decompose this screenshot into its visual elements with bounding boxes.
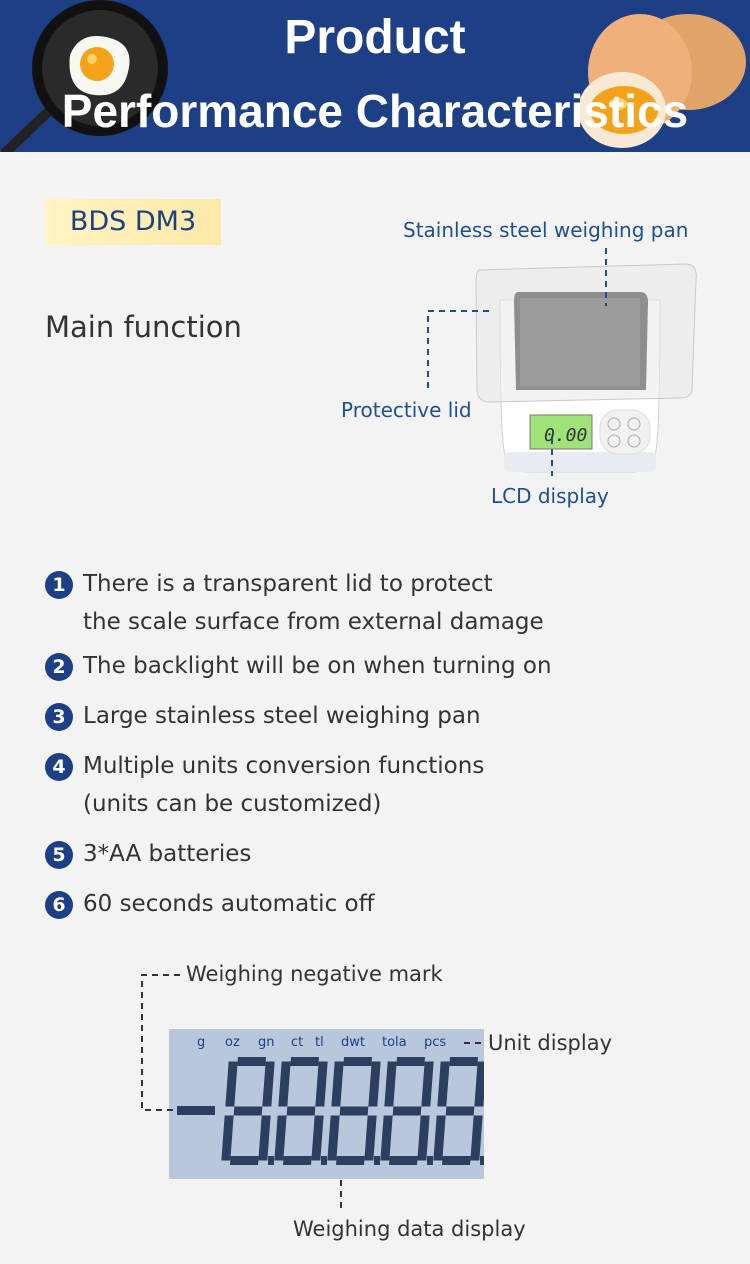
feature-item: 3 Large stainless steel weighing pan — [45, 697, 725, 735]
lcd-decimal-point — [374, 1156, 380, 1165]
lcd-segment — [437, 1061, 450, 1107]
lcd-unit-label: oz — [225, 1035, 240, 1050]
feature-item: 2 The backlight will be on when turning … — [45, 647, 725, 685]
lcd-segment — [331, 1061, 344, 1107]
header-banner: Product Performance Characteristics — [0, 0, 750, 152]
lcd-segment — [286, 1106, 316, 1116]
feature-text: 60 seconds automatic off — [83, 891, 375, 917]
eggs-icon — [580, 14, 746, 148]
lcd-segment — [278, 1061, 291, 1107]
lcd-decimal-point — [268, 1156, 274, 1165]
callout-protective-lid: Protective lid — [341, 398, 472, 422]
page-title-line2: Performance Characteristics — [61, 85, 689, 137]
lcd-segment — [327, 1115, 340, 1161]
scale-product-image: 0.00 — [475, 263, 697, 473]
lcd-segment — [449, 1057, 478, 1066]
lcd-unit-label: pcs — [424, 1035, 447, 1050]
lcd-segment — [311, 1115, 324, 1161]
feature-text: Large stainless steel weighing pan — [83, 703, 481, 729]
lcd-segment — [384, 1061, 397, 1107]
lcd-unit-label: tola — [382, 1035, 407, 1050]
page-title-line1: Product — [284, 11, 466, 64]
lcd-segment — [221, 1115, 234, 1161]
lcd-segment — [336, 1156, 365, 1165]
lcd-unit-label: ct — [291, 1035, 304, 1050]
lcd-segment — [442, 1156, 471, 1165]
feature-item: 6 60 seconds automatic off — [45, 885, 725, 923]
lcd-unit-row: g oz gn ct tl dwt tola pcs — [169, 1035, 459, 1057]
lcd-segment — [421, 1061, 434, 1107]
feature-number-badge: 2 — [45, 653, 73, 681]
lcd-unit-label: g — [197, 1035, 206, 1050]
feature-text: The backlight will be on when turning on — [83, 653, 552, 679]
feature-list: 1 There is a transparent lid to protect … — [45, 565, 725, 923]
lcd-segment — [258, 1115, 271, 1161]
lcd-panel: g oz gn ct tl dwt tola pcs — [169, 1029, 484, 1179]
lcd-segment — [274, 1115, 287, 1161]
lcd-segment — [474, 1061, 484, 1107]
lcd-segment — [237, 1057, 266, 1066]
scale-lcd-reading: 0.00 — [544, 425, 587, 446]
lcd-segment — [315, 1061, 328, 1107]
lcd-segment — [380, 1115, 393, 1161]
lcd-segment — [396, 1057, 425, 1066]
feature-number-badge: 4 — [45, 753, 73, 781]
frying-pan-egg-icon — [1, 0, 168, 152]
lcd-segment — [230, 1156, 259, 1165]
lcd-digits — [177, 1057, 484, 1165]
lcd-segment — [339, 1106, 369, 1116]
main-function-heading: Main function — [45, 310, 242, 344]
lcd-decimal-point — [427, 1156, 433, 1165]
feature-text: Multiple units conversion functions (uni… — [83, 753, 485, 817]
feature-number-badge: 1 — [45, 571, 73, 599]
lcd-segment — [417, 1115, 430, 1161]
feature-item: 1 There is a transparent lid to protect … — [45, 565, 725, 641]
lcd-segment — [233, 1106, 263, 1116]
feature-item: 5 3*AA batteries — [45, 835, 725, 873]
callout-weighing-pan: Stainless steel weighing pan — [403, 218, 689, 242]
lcd-unit-label: dwt — [341, 1035, 365, 1050]
lcd-segment — [283, 1156, 312, 1165]
lcd-unit-label: tl — [315, 1035, 324, 1050]
lcd-decimal-point — [480, 1156, 484, 1165]
lcd-unit-label: gn — [258, 1035, 275, 1050]
lcd-segment — [433, 1115, 446, 1161]
feature-text: 3*AA batteries — [83, 841, 252, 867]
label-negative-mark: Weighing negative mark — [186, 962, 443, 986]
feature-number-badge: 3 — [45, 703, 73, 731]
feature-number-badge: 5 — [45, 841, 73, 869]
lcd-segment — [343, 1057, 372, 1066]
lcd-segment — [445, 1106, 475, 1116]
lcd-decimal-point — [321, 1156, 327, 1165]
lcd-segment — [262, 1061, 275, 1107]
feature-number-badge: 6 — [45, 891, 73, 919]
lcd-segment — [290, 1057, 319, 1066]
label-unit-display: Unit display — [488, 1031, 612, 1055]
feature-text: There is a transparent lid to protect th… — [83, 571, 544, 635]
lcd-segment — [364, 1115, 377, 1161]
label-weighing-data: Weighing data display — [293, 1217, 526, 1241]
lcd-segment — [392, 1106, 422, 1116]
model-badge: BDS DM3 — [45, 199, 221, 245]
lcd-segment — [368, 1061, 381, 1107]
lcd-segment — [470, 1115, 483, 1161]
callout-lcd-display: LCD display — [491, 484, 609, 508]
lcd-segment — [389, 1156, 418, 1165]
feature-item: 4 Multiple units conversion functions (u… — [45, 747, 725, 823]
lcd-segment — [225, 1061, 238, 1107]
